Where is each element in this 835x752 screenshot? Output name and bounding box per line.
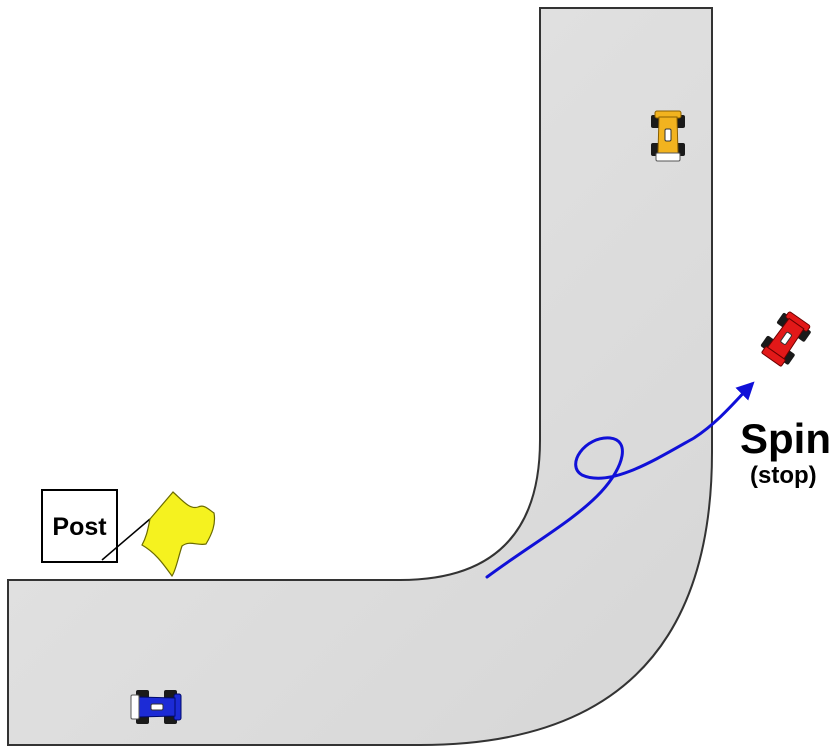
yellow-flag: [101, 491, 216, 578]
blue-car: [130, 690, 182, 724]
post-box: [41, 489, 118, 563]
spin-label: Spin: [740, 415, 831, 462]
flag-pole: [101, 518, 151, 561]
stop-label: (stop): [750, 462, 817, 489]
yellow-car: [651, 110, 685, 162]
flag-cloth: [141, 491, 216, 578]
post-label: Post: [52, 513, 107, 541]
post-sign: Post: [41, 489, 118, 563]
red-car: [760, 311, 811, 367]
spin-path-arrow: [485, 381, 755, 579]
race-track: [7, 7, 713, 746]
